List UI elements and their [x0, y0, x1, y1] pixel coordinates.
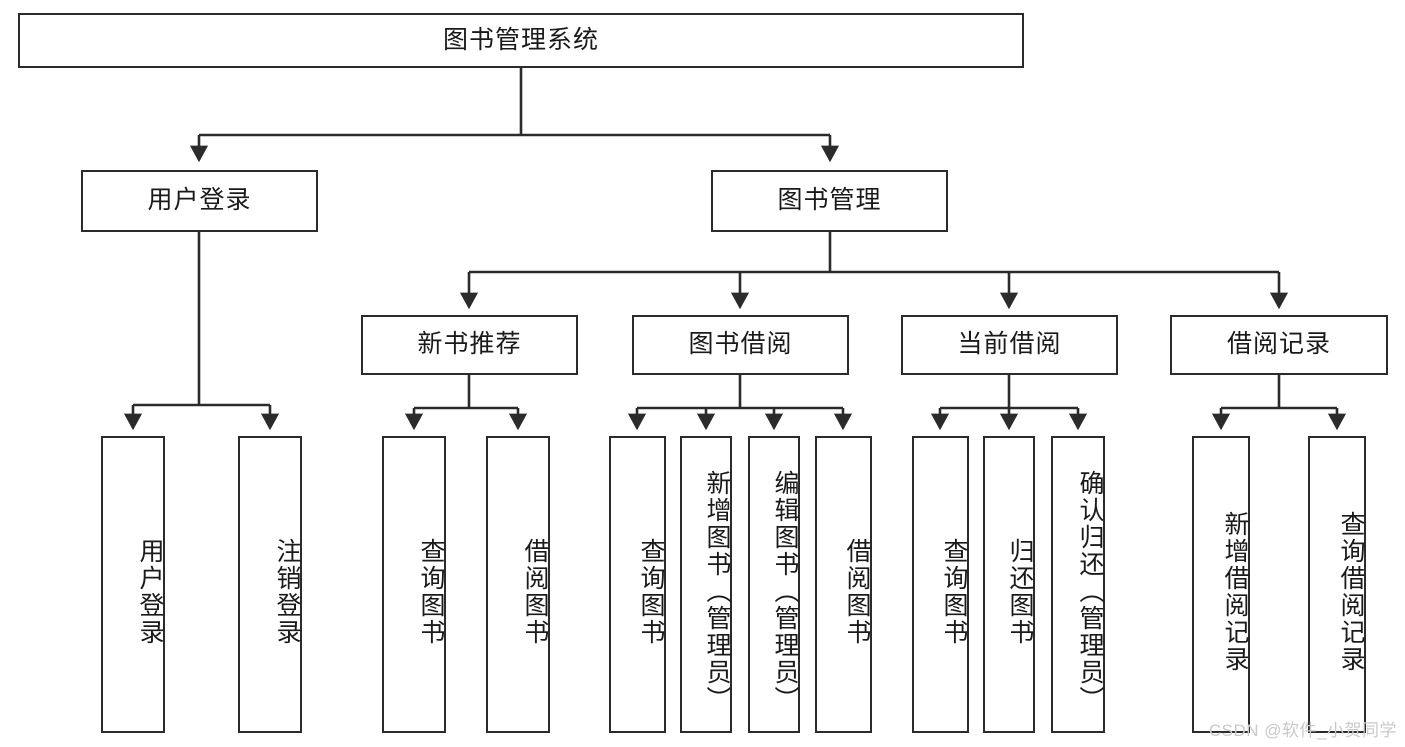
leaf-user-login[interactable]: 用户登录 — [101, 436, 165, 733]
leaf-logout-label: 注销登录 — [273, 537, 301, 646]
node-book-management-label: 图书管理 — [777, 186, 882, 215]
leaf-return-book[interactable]: 归还图书 — [983, 436, 1035, 733]
leaf-query-borrow-record[interactable]: 查询借阅记录 — [1308, 436, 1366, 733]
leaf-borrow-book-recommend[interactable]: 借阅图书 — [486, 436, 550, 733]
leaf-confirm-return-admin-label: 确认归还（管理员） — [1076, 470, 1104, 713]
node-borrow-record[interactable]: 借阅记录 — [1170, 315, 1388, 375]
leaf-confirm-return-admin[interactable]: 确认归还（管理员） — [1051, 436, 1105, 733]
leaf-logout[interactable]: 注销登录 — [238, 436, 302, 733]
node-book-borrow-label: 图书借阅 — [688, 330, 793, 359]
leaf-query-book-borrow[interactable]: 查询图书 — [609, 436, 666, 733]
leaf-add-borrow-record[interactable]: 新增借阅记录 — [1192, 436, 1250, 733]
leaf-add-borrow-record-label: 新增借阅记录 — [1221, 510, 1249, 673]
leaf-query-book-recommend-label: 查询图书 — [417, 537, 445, 646]
node-root[interactable]: 图书管理系统 — [18, 13, 1024, 68]
node-root-label: 图书管理系统 — [442, 25, 599, 54]
node-new-book-recommend[interactable]: 新书推荐 — [361, 315, 578, 375]
leaf-query-book-current[interactable]: 查询图书 — [912, 436, 969, 733]
leaf-query-book-recommend[interactable]: 查询图书 — [382, 436, 446, 733]
node-borrow-record-label: 借阅记录 — [1226, 330, 1331, 359]
leaf-query-book-current-label: 查询图书 — [940, 537, 968, 646]
leaf-borrow-book-recommend-label: 借阅图书 — [521, 537, 549, 646]
node-current-borrow[interactable]: 当前借阅 — [901, 315, 1118, 375]
node-book-borrow[interactable]: 图书借阅 — [632, 315, 849, 375]
leaf-add-book-admin-label: 新增图书（管理员） — [703, 470, 731, 713]
leaf-query-borrow-record-label: 查询借阅记录 — [1337, 510, 1365, 673]
leaf-borrow-book[interactable]: 借阅图书 — [815, 436, 872, 733]
leaf-add-book-admin[interactable]: 新增图书（管理员） — [680, 436, 732, 733]
node-user-login-label: 用户登录 — [147, 186, 252, 215]
node-user-login[interactable]: 用户登录 — [81, 170, 318, 232]
node-new-book-recommend-label: 新书推荐 — [417, 330, 522, 359]
leaf-edit-book-admin[interactable]: 编辑图书（管理员） — [748, 436, 800, 733]
node-current-borrow-label: 当前借阅 — [957, 330, 1062, 359]
leaf-query-book-borrow-label: 查询图书 — [637, 537, 665, 646]
leaf-edit-book-admin-label: 编辑图书（管理员） — [771, 470, 799, 713]
leaf-borrow-book-label: 借阅图书 — [843, 537, 871, 646]
watermark: CSDN @软件_小贺同学 — [1208, 721, 1397, 740]
leaf-return-book-label: 归还图书 — [1006, 537, 1034, 646]
node-book-management[interactable]: 图书管理 — [711, 170, 948, 232]
leaf-user-login-label: 用户登录 — [136, 537, 164, 646]
